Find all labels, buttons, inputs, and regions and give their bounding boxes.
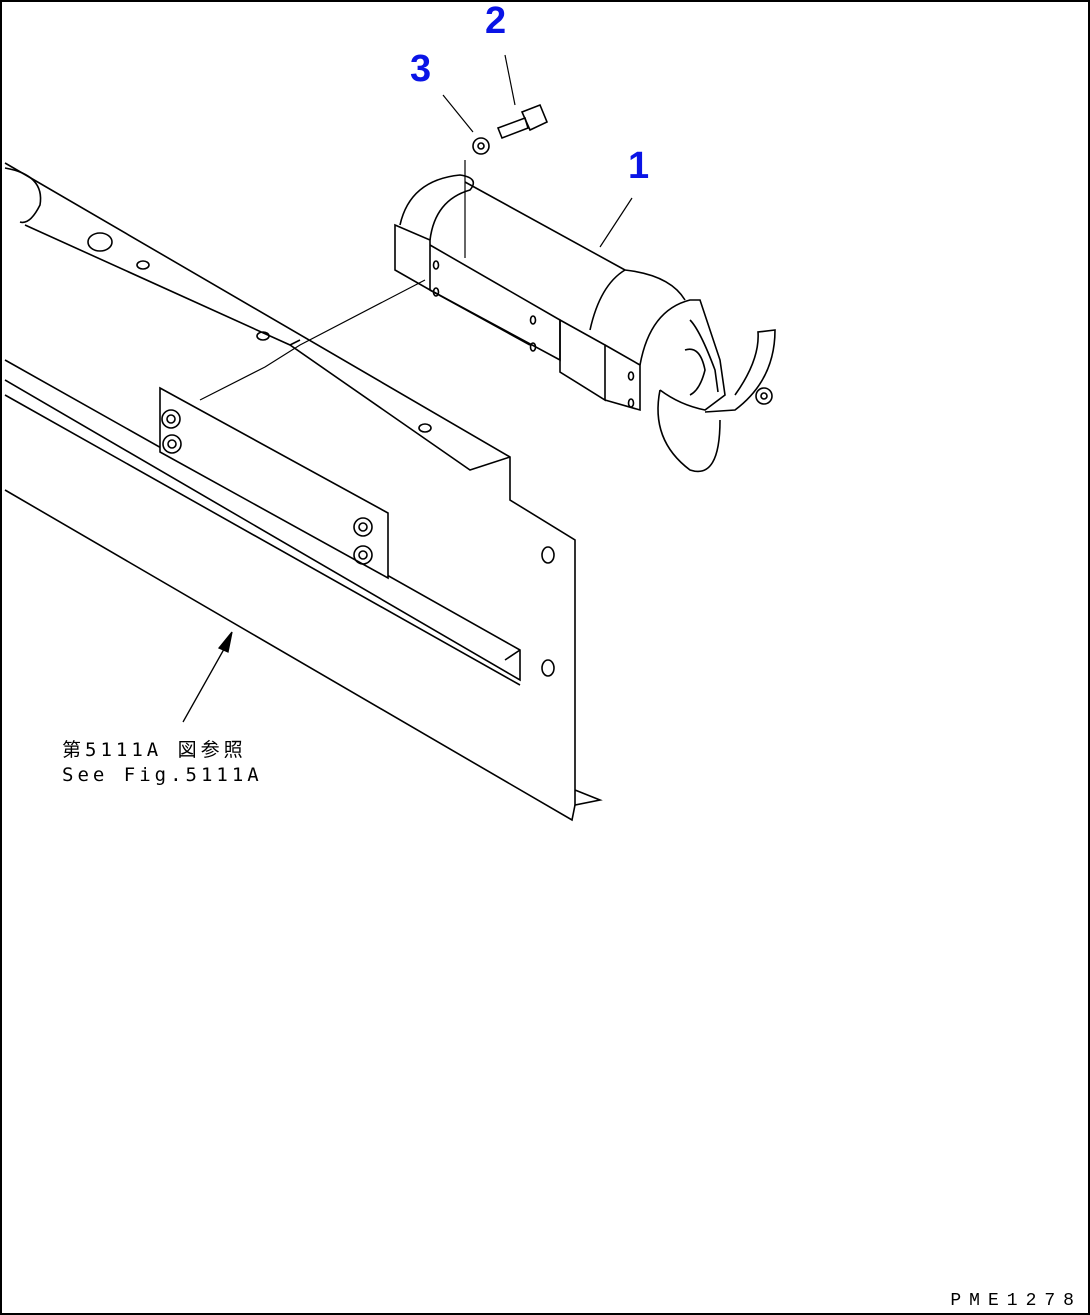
callout-part-1[interactable]: 1 bbox=[628, 145, 650, 187]
mounting-plate bbox=[159, 386, 389, 580]
assembly-leaders bbox=[199, 160, 466, 401]
reference-english: See Fig.5111A bbox=[62, 763, 263, 786]
reference-arrow bbox=[182, 631, 233, 723]
callout-leaders bbox=[442, 54, 633, 248]
bolt bbox=[496, 103, 549, 140]
reference-japanese: 第5111A 図参照 bbox=[62, 739, 247, 761]
frame-holes bbox=[87, 232, 555, 677]
washer bbox=[472, 137, 490, 155]
drawing-code: PME1278 bbox=[950, 1291, 1082, 1311]
callout-part-2[interactable]: 2 bbox=[485, 0, 507, 42]
callout-part-3[interactable]: 3 bbox=[410, 48, 432, 90]
reference-note: 第5111A 図参照 See Fig.5111A bbox=[62, 738, 263, 787]
muffler bbox=[394, 174, 776, 473]
